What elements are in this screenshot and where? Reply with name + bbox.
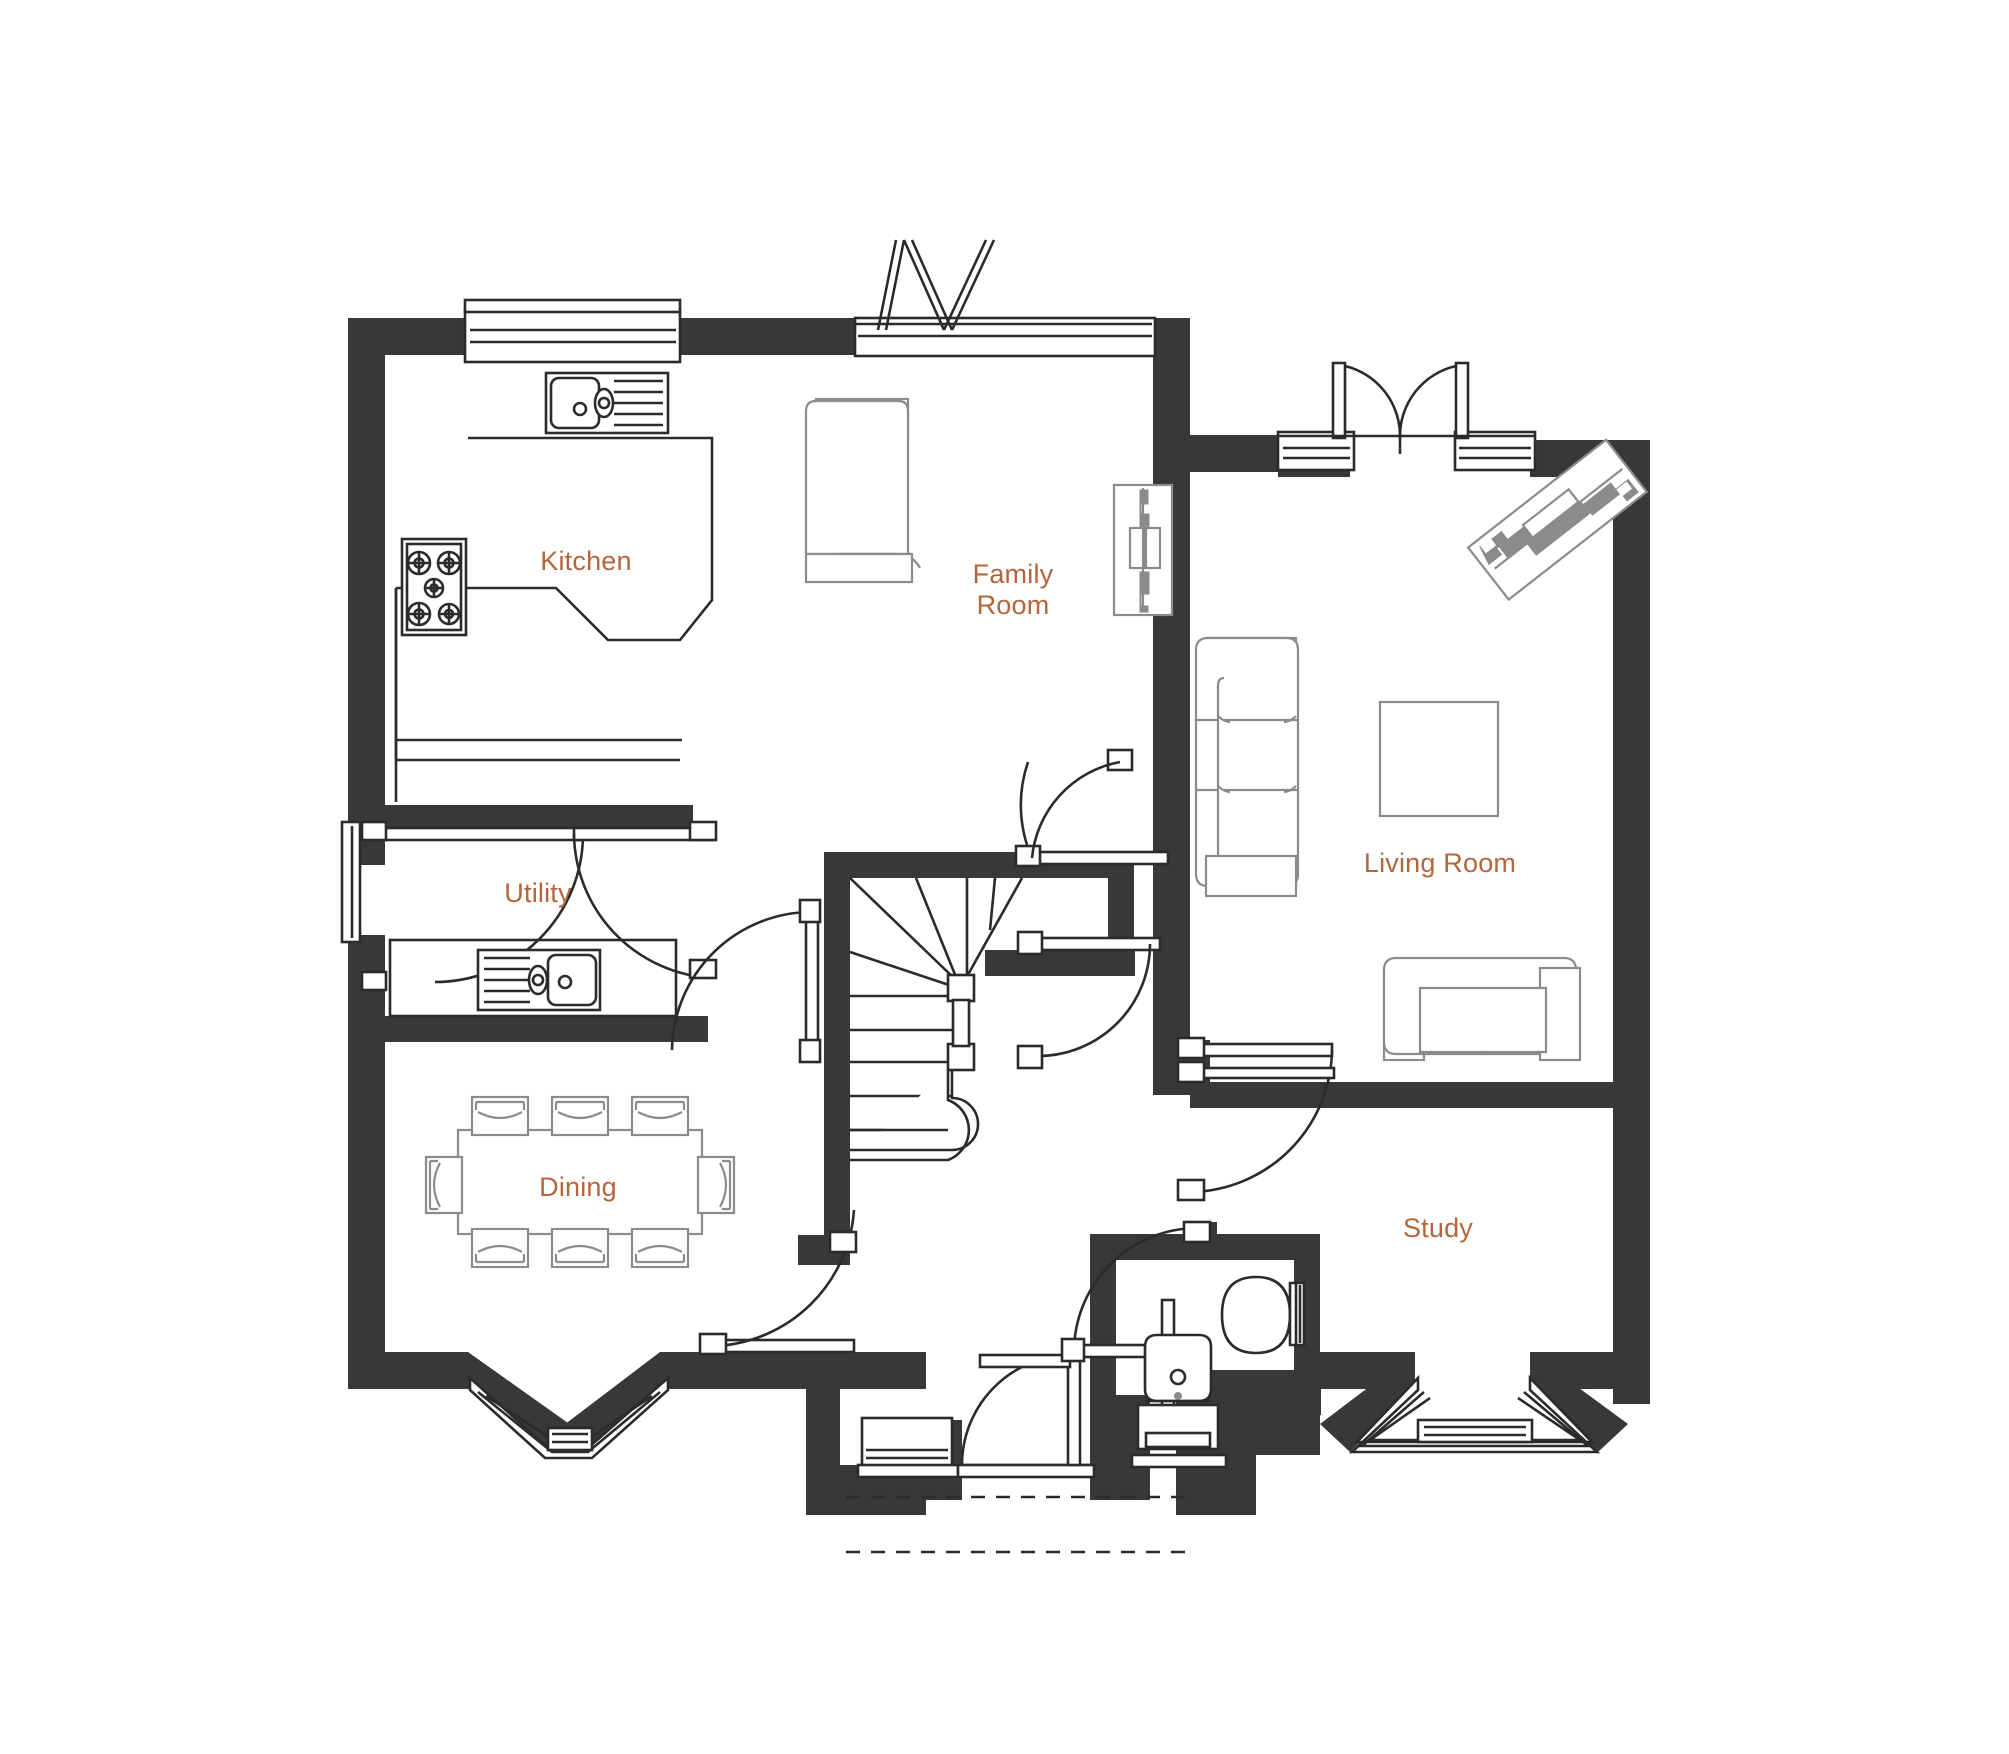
living-room-furniture <box>1194 438 1649 1062</box>
wall-porch-right-step <box>1255 1415 1320 1455</box>
wall-left-lower <box>348 935 385 1385</box>
wall-bay-study-left <box>1320 1352 1415 1452</box>
porch-canopy <box>846 1495 1186 1554</box>
wall-kitchen-utility <box>348 805 693 831</box>
living-coffee-table <box>1378 700 1500 818</box>
internal-doors-layer[interactable] <box>360 746 1336 1466</box>
stair-newel-lower <box>946 1042 976 1072</box>
kitchen-hob <box>400 537 468 637</box>
wc-fittings <box>1130 1275 1306 1469</box>
wall-left-upper <box>348 318 385 823</box>
utility-sink <box>476 948 602 1012</box>
dining-table <box>456 1128 704 1236</box>
door-swing-right <box>1398 364 1457 439</box>
room-label-living: Living Room <box>1364 848 1516 878</box>
room-label-study: Study <box>1403 1213 1473 1243</box>
french-door-leaf-right <box>1454 361 1470 440</box>
wall-front-left <box>348 1352 468 1389</box>
room-label-dining: Dining <box>539 1172 617 1202</box>
wall-front-hall-top <box>806 1352 926 1389</box>
wc-toilet <box>1130 1333 1228 1469</box>
kitchen-fittings <box>394 371 714 802</box>
living-corner-fireplace <box>1466 438 1649 602</box>
wall-stair-right-upper <box>1108 852 1134 952</box>
utility-worktop <box>388 938 678 1018</box>
stair-newel-upper <box>946 973 976 1003</box>
wall-porch-bottom-right <box>1176 1465 1256 1515</box>
window-kitchen-rear <box>463 298 682 364</box>
door-dining-hall[interactable] <box>698 1209 858 1356</box>
french-door-leaf-left <box>1331 361 1347 440</box>
utility-fittings <box>388 938 678 1018</box>
window-hall-left <box>856 1416 960 1479</box>
wall-family-right-upper <box>1153 318 1190 453</box>
door-hall-kitchen[interactable] <box>670 898 822 1064</box>
dining-chairs-top <box>470 1095 690 1137</box>
wall-top-mid <box>672 318 855 355</box>
room-label-family-line1: Family <box>973 559 1054 589</box>
room-labels-layer: Kitchen Family Room Living Room Utility … <box>504 546 1516 1243</box>
wall-stair-left <box>824 852 850 1262</box>
door-understairs[interactable] <box>1016 930 1162 1070</box>
living-sofa-three-seat <box>1194 636 1300 898</box>
room-label-kitchen: Kitchen <box>540 546 631 576</box>
bifold-leaves <box>876 239 996 331</box>
family-fireplace-unit <box>1112 483 1174 617</box>
door-hall-family[interactable] <box>1014 746 1170 868</box>
wall-right-exterior <box>1613 440 1650 1380</box>
dining-chairs-bottom <box>470 1227 690 1269</box>
wall-living-study-divider <box>1190 1082 1650 1108</box>
stair-bottom-step <box>850 1070 971 1162</box>
front-door-leaf <box>1066 1353 1082 1467</box>
wall-dining-top-right <box>682 1016 708 1042</box>
door-utility-right[interactable] <box>572 820 718 980</box>
staircase <box>849 877 1024 1162</box>
door-swing-left <box>1344 364 1402 439</box>
wall-stair-under <box>985 950 1135 976</box>
front-door[interactable] <box>956 1353 1096 1479</box>
dining-chairs-sides <box>424 1155 736 1215</box>
door-hall-living[interactable] <box>1175 1036 1334 1202</box>
french-doors-living[interactable] <box>1276 361 1537 472</box>
bifold-doors-rear[interactable] <box>853 239 1157 358</box>
family-room-furniture <box>804 397 1174 617</box>
wc-basin <box>1220 1275 1306 1355</box>
room-label-family-line2: Room <box>977 590 1050 620</box>
bay-window-study <box>1348 1374 1601 1454</box>
wall-utility-bottom <box>348 1016 708 1042</box>
kitchen-sink <box>544 371 670 435</box>
windows-layer <box>340 239 1601 1479</box>
window-utility-left <box>340 820 362 944</box>
wall-bay-study-right <box>1530 1352 1628 1452</box>
stair-balustrade <box>951 998 971 1048</box>
kitchen-island <box>396 436 714 642</box>
dining-furniture <box>424 1095 736 1269</box>
room-label-utility: Utility <box>504 878 572 908</box>
bay-window-dining <box>468 1375 670 1460</box>
living-sofa-two-seat <box>1382 956 1582 1062</box>
family-armchair <box>804 397 921 584</box>
door-hall-study[interactable] <box>1176 1060 1336 1084</box>
